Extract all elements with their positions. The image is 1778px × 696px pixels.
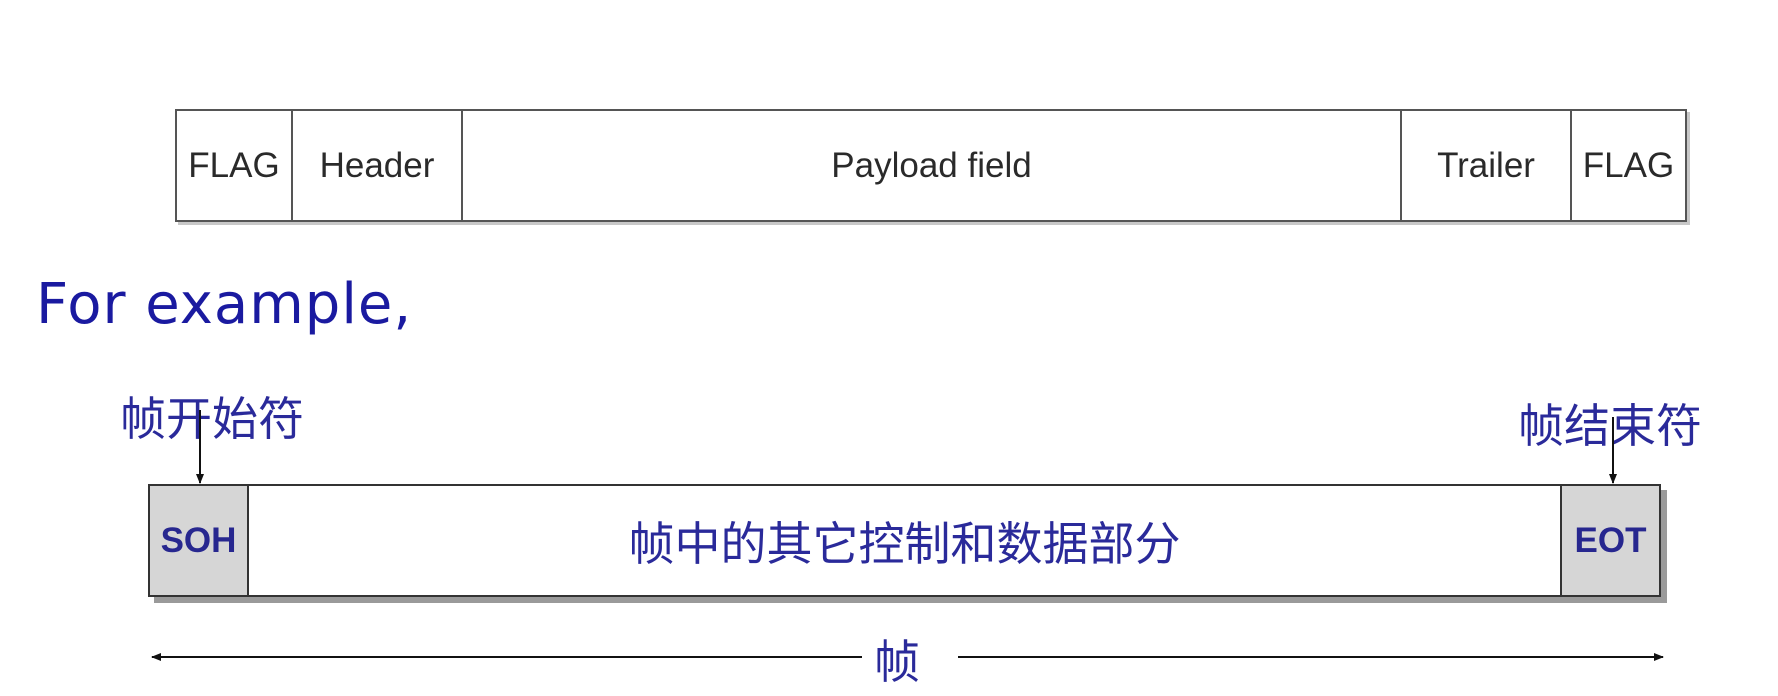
flag-start-field: FLAG xyxy=(177,111,293,220)
trailer-field: Trailer xyxy=(1402,111,1572,220)
example-frame-diagram: SOH 帧中的其它控制和数据部分 EOT xyxy=(148,484,1661,597)
payload-field: Payload field xyxy=(463,111,1402,220)
soh-field: SOH xyxy=(150,486,249,595)
control-data-field: 帧中的其它控制和数据部分 xyxy=(628,516,1181,571)
frame-span-label: 帧 xyxy=(862,626,932,692)
header-field: Header xyxy=(293,111,463,220)
frame-end-label: 帧结束符 xyxy=(1518,399,1702,453)
eot-field: EOT xyxy=(1560,486,1659,595)
frame-format-diagram: FLAG Header Payload field Trailer FLAG xyxy=(175,109,1687,222)
flag-end-field: FLAG xyxy=(1582,145,1675,185)
example-heading: For example, xyxy=(36,272,413,337)
frame-start-label: 帧开始符 xyxy=(120,392,304,446)
